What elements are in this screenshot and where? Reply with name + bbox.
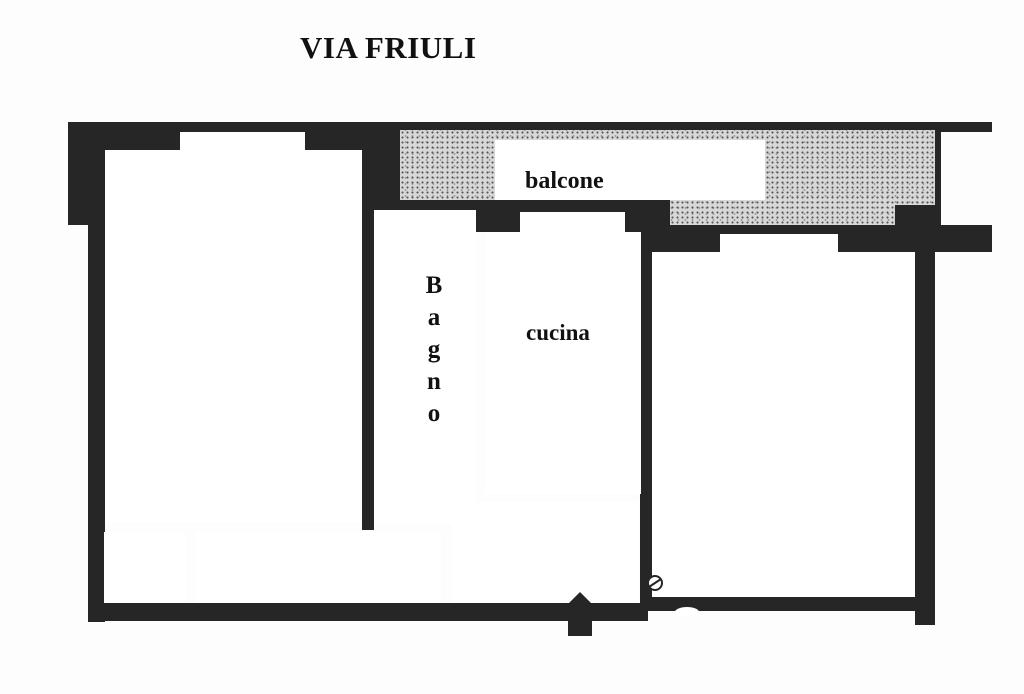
right-wall	[915, 225, 935, 625]
drain-icon	[675, 607, 699, 617]
cucina-notch	[520, 212, 625, 234]
bagno-letter: g	[427, 336, 441, 363]
closet-small	[104, 532, 186, 603]
plan-title: VIA FRIULI	[300, 30, 477, 65]
balcony-label: balcone	[525, 168, 604, 194]
balcony-label-box	[495, 140, 765, 200]
top-line	[68, 122, 992, 132]
meter-icon	[647, 575, 663, 591]
bagno-room	[374, 210, 476, 524]
cupboard	[485, 480, 523, 494]
cucina-label: cucina	[526, 320, 590, 345]
bottom-wall	[88, 603, 648, 621]
entrance-room	[452, 502, 638, 603]
wall-left-bagno	[362, 200, 374, 530]
right-bottom-wall	[640, 597, 935, 611]
cucina-room	[485, 232, 641, 494]
bagno-letter: a	[427, 304, 441, 331]
room-left	[105, 150, 362, 522]
entrance-arrow-icon	[554, 592, 606, 636]
bagno-letter: n	[427, 368, 441, 395]
room-right	[652, 252, 915, 597]
corridor-room	[196, 532, 441, 603]
bagno-letter: o	[427, 400, 441, 427]
bagno-letter: B	[425, 272, 443, 299]
left-wall	[88, 122, 105, 622]
bagno-label: B a g n o	[420, 270, 448, 430]
room-right-notch	[720, 234, 838, 254]
balcony-right-edge	[935, 130, 941, 225]
room-left-notch	[180, 132, 305, 152]
wall-cucina-right	[640, 225, 652, 605]
